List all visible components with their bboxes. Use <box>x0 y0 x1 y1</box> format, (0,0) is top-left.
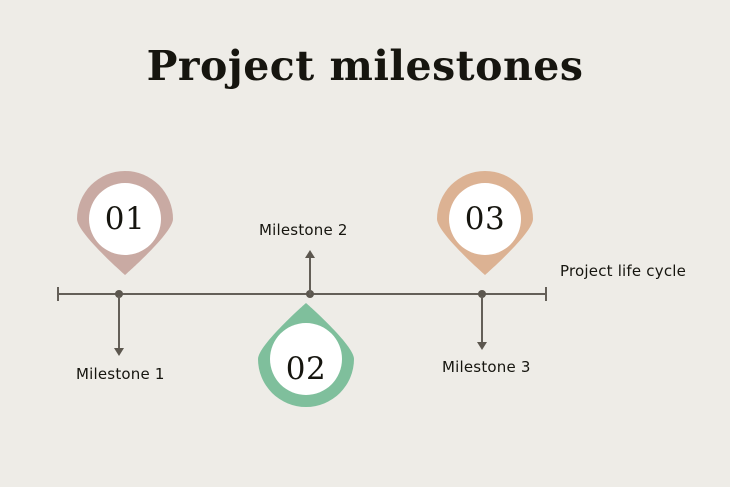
axis-label: Project life cycle <box>560 262 687 280</box>
page-title: Project milestones <box>146 42 584 90</box>
milestone-label-3: Milestone 3 <box>442 358 531 376</box>
pin-inner-circle-01 <box>89 183 161 255</box>
milestone-label-1: Milestone 1 <box>76 365 165 383</box>
pin-shape-icon <box>437 171 533 275</box>
milestone-pin-02[interactable]: 02 <box>258 303 354 407</box>
connector-arrow-1 <box>114 348 124 356</box>
milestone-label-2: Milestone 2 <box>259 221 348 239</box>
pin-inner-circle-02 <box>270 323 342 395</box>
connector-dot-3 <box>478 290 486 298</box>
connector-line-1 <box>118 296 120 352</box>
pin-shape-icon <box>258 303 354 407</box>
pin-inner-circle-03 <box>449 183 521 255</box>
connector-arrow-3 <box>477 342 487 350</box>
connector-dot-1 <box>115 290 123 298</box>
axis-end-cap <box>545 287 547 301</box>
pin-shape-icon <box>77 171 173 275</box>
milestone-pin-01[interactable]: 01 <box>77 171 173 275</box>
connector-line-2 <box>309 255 311 295</box>
connector-arrow-2 <box>305 250 315 258</box>
connector-line-3 <box>481 296 483 346</box>
timeline-axis <box>57 293 547 295</box>
axis-start-cap <box>57 287 59 301</box>
milestone-pin-03[interactable]: 03 <box>437 171 533 275</box>
